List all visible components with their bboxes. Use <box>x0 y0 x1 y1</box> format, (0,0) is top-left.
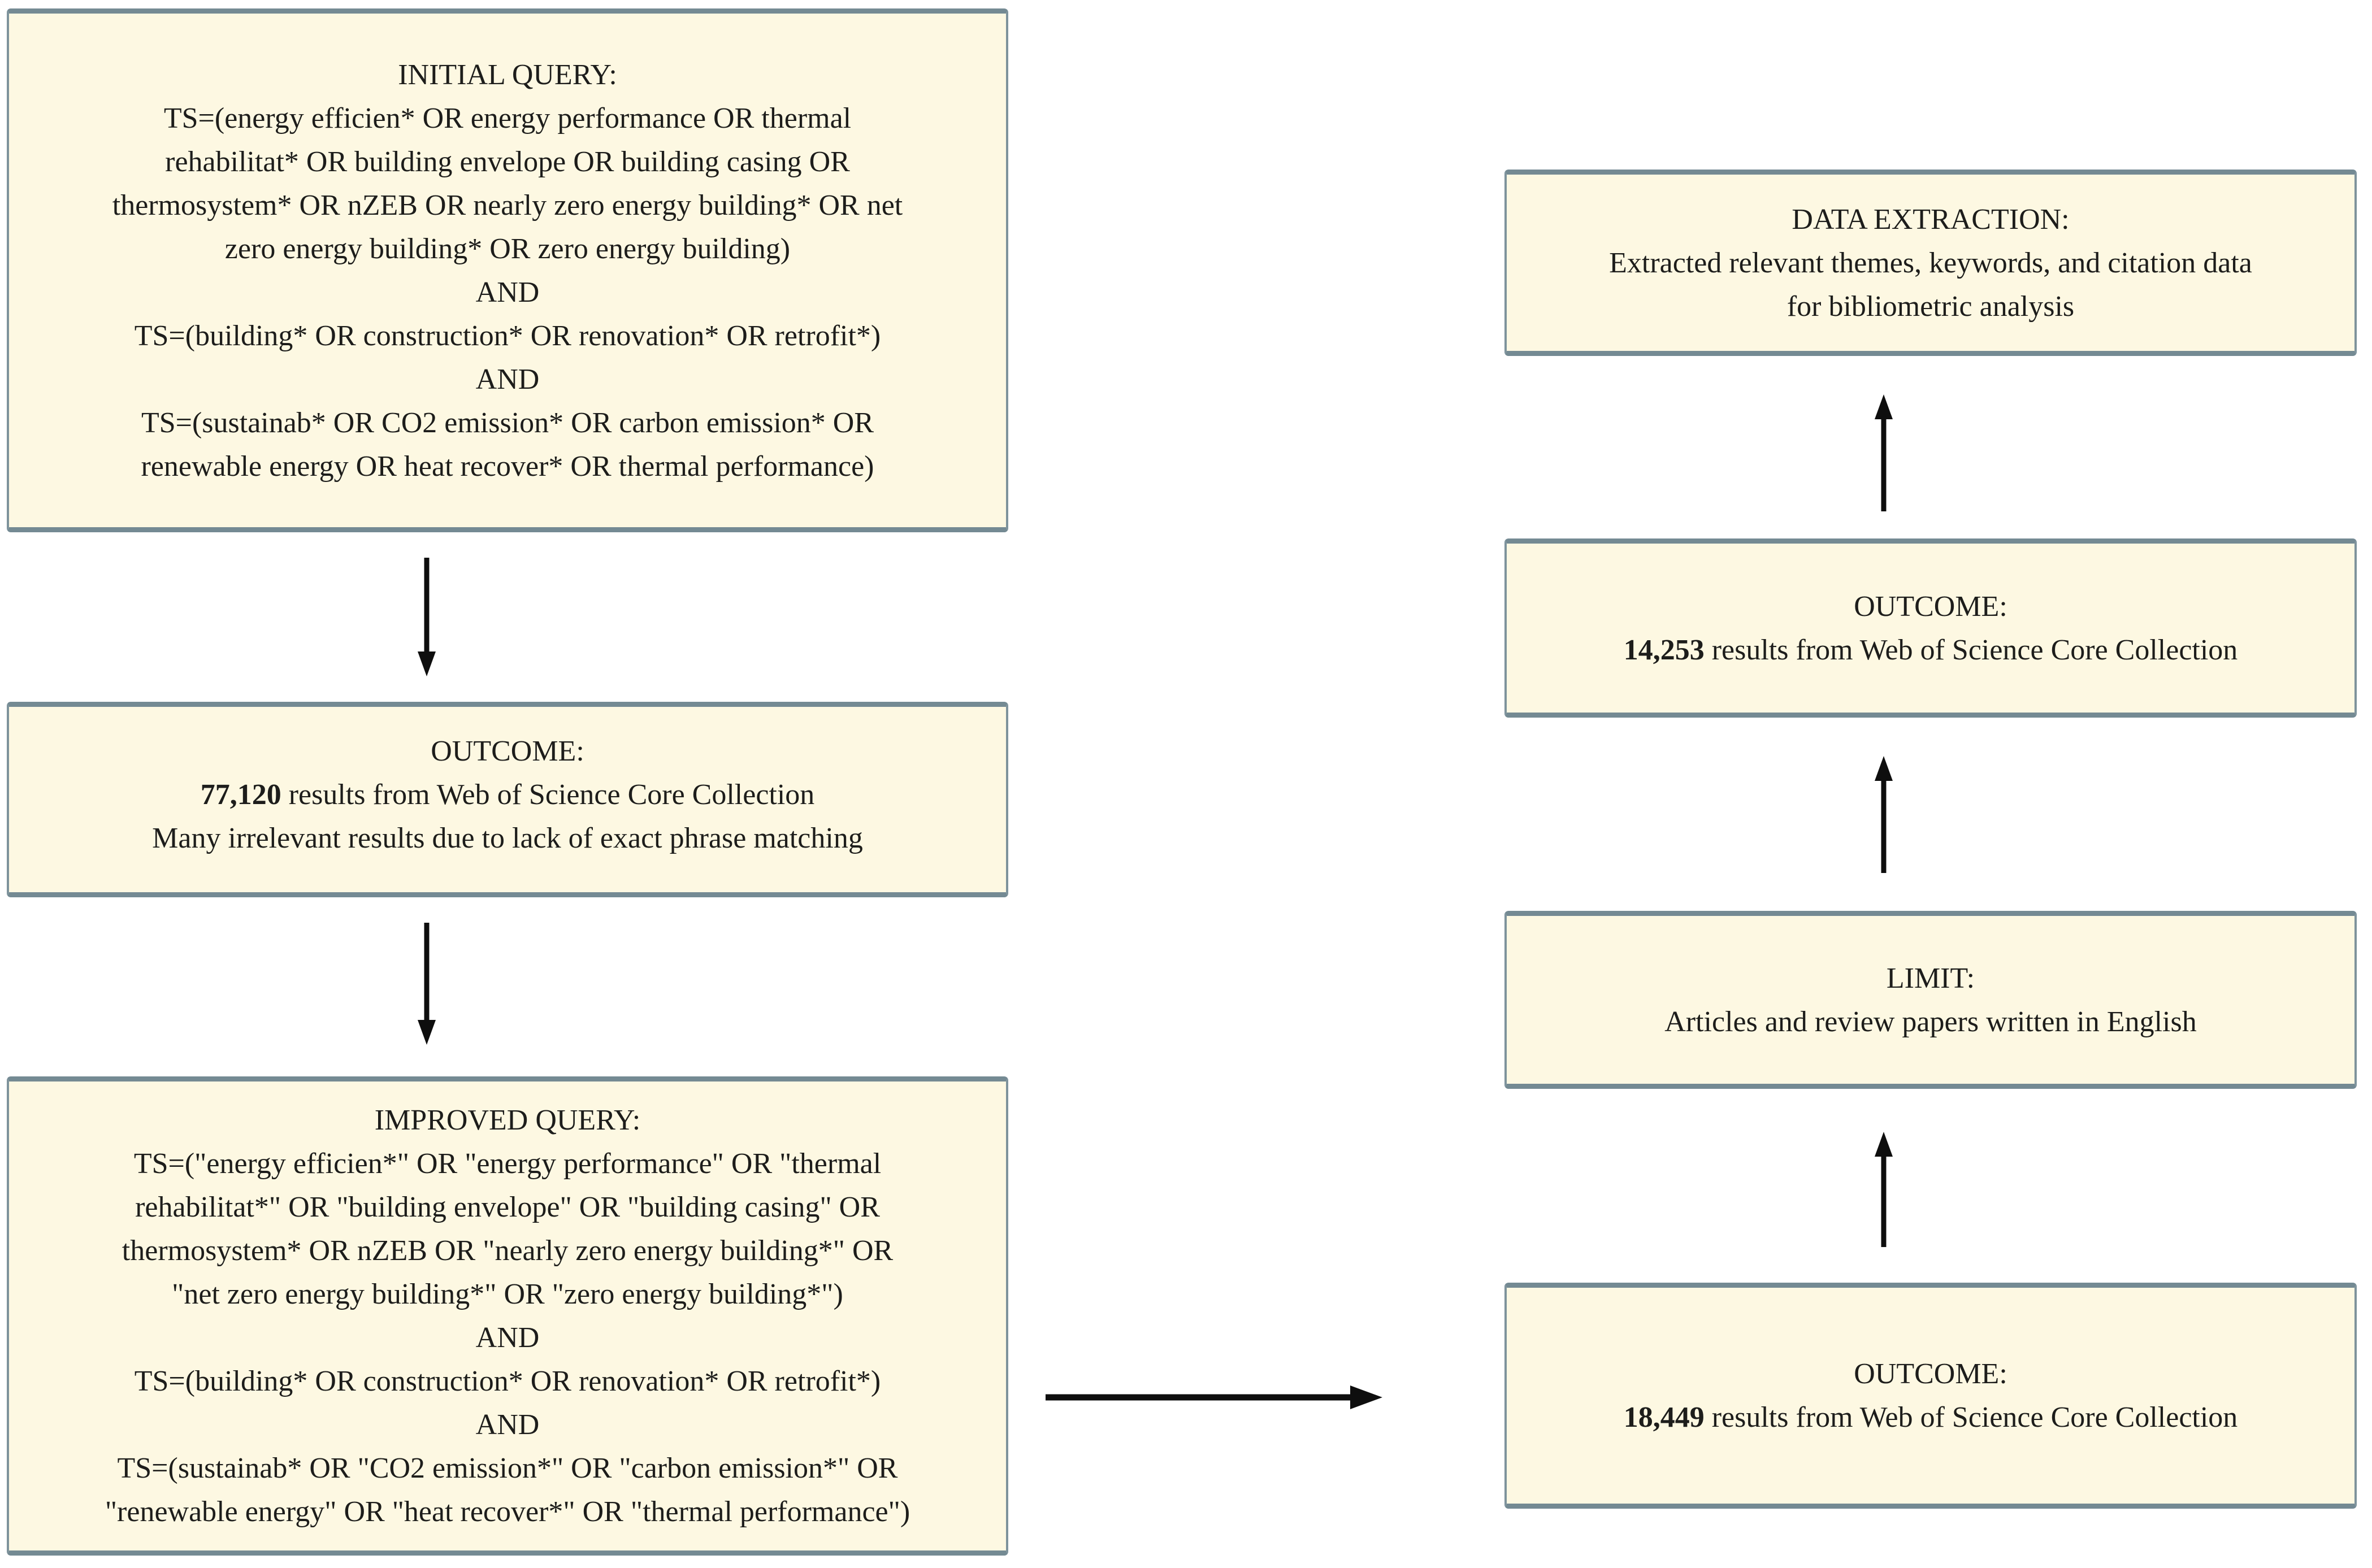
improved-query-line: AND <box>475 1409 540 1441</box>
box-initial-query: INITIAL QUERY: TS=(energy efficien* OR e… <box>7 8 1008 532</box>
limit-line: Articles and review papers written in En… <box>1664 1005 2197 1038</box>
outcome-18449-count: 18,449 <box>1623 1401 1705 1434</box>
outcome-77120-note: Many irrelevant results due to lack of e… <box>152 822 863 854</box>
improved-query-line: TS=(sustainab* OR "CO2 emission*" OR "ca… <box>117 1452 898 1484</box>
arrow-head-up-icon <box>1875 394 1893 419</box>
improved-query-line: rehabilitat*" OR "building envelope" OR … <box>135 1191 880 1223</box>
box-data-extraction: DATA EXTRACTION: Extracted relevant them… <box>1504 170 2357 356</box>
outcome-77120-title: OUTCOME: <box>431 735 584 767</box>
outcome-14253-result: 14,253 results from Web of Science Core … <box>1529 628 2332 672</box>
initial-query-line: TS=(energy efficien* OR energy performan… <box>163 102 852 134</box>
improved-query-title: IMPROVED QUERY: <box>374 1104 641 1136</box>
arrow-shaft <box>1881 1154 1887 1247</box>
outcome-18449-result: 18,449 results from Web of Science Core … <box>1529 1396 2332 1439</box>
improved-query-line: AND <box>475 1322 540 1354</box>
initial-query-line: thermosystem* OR nZEB OR nearly zero ene… <box>112 189 903 221</box>
improved-query-line: thermosystem* OR nZEB OR "nearly zero en… <box>122 1235 894 1267</box>
box-limit: LIMIT: Articles and review papers writte… <box>1504 911 2357 1089</box>
arrow-shaft <box>1881 779 1887 873</box>
arrow-head-right-icon <box>1350 1385 1382 1409</box>
box-outcome-77120: OUTCOME: 77,120 results from Web of Scie… <box>7 702 1008 897</box>
initial-query-line: TS=(sustainab* OR CO2 emission* OR carbo… <box>141 406 874 439</box>
arrow-limit-to-outcome14253-icon <box>1874 756 1893 873</box>
initial-query-line: AND <box>475 276 540 309</box>
initial-query-line: zero energy building* OR zero energy bui… <box>224 232 791 265</box>
box-improved-query: IMPROVED QUERY: TS=("energy efficien*" O… <box>7 1076 1008 1556</box>
outcome-77120-result: 77,120 results from Web of Science Core … <box>32 773 983 816</box>
box-outcome-14253: OUTCOME: 14,253 results from Web of Scie… <box>1504 538 2357 718</box>
arrow-shaft <box>424 558 430 654</box>
initial-query-title: INITIAL QUERY: <box>398 58 617 91</box>
data-extraction-line: for bibliometric analysis <box>1786 290 2075 323</box>
outcome-14253-title: OUTCOME: <box>1854 590 2007 623</box>
improved-query-line: TS=(building* OR construction* OR renova… <box>134 1365 881 1397</box>
data-extraction-title: DATA EXTRACTION: <box>1792 203 2070 236</box>
outcome-77120-count: 77,120 <box>200 779 281 811</box>
arrow-head-down-icon <box>418 1020 436 1045</box>
arrow-shaft <box>1881 417 1887 511</box>
arrow-outcome14253-to-data-extraction-icon <box>1874 394 1893 511</box>
improved-query-line: "net zero energy building*" OR "zero ene… <box>172 1278 843 1310</box>
outcome-14253-count: 14,253 <box>1623 633 1705 666</box>
box-outcome-18449: OUTCOME: 18,449 results from Web of Scie… <box>1504 1283 2357 1509</box>
arrow-head-down-icon <box>418 651 436 676</box>
outcome-77120-result-text: results from Web of Science Core Collect… <box>281 779 815 811</box>
outcome-18449-result-text: results from Web of Science Core Collect… <box>1704 1401 2238 1434</box>
initial-query-line: rehabilitat* OR building envelope OR bui… <box>165 145 850 178</box>
arrow-head-up-icon <box>1875 756 1893 781</box>
arrow-improved-to-outcome18449-icon <box>1046 1385 1382 1410</box>
arrow-initial-to-outcome77120-icon <box>417 558 436 676</box>
arrow-outcome18449-to-limit-icon <box>1874 1132 1893 1247</box>
outcome-14253-result-text: results from Web of Science Core Collect… <box>1704 633 2238 666</box>
initial-query-line: renewable energy OR heat recover* OR the… <box>141 450 874 483</box>
data-extraction-line: Extracted relevant themes, keywords, and… <box>1609 246 2252 279</box>
initial-query-line: TS=(building* OR construction* OR renova… <box>134 319 881 352</box>
limit-title: LIMIT: <box>1886 962 1975 994</box>
arrow-head-up-icon <box>1875 1132 1893 1157</box>
initial-query-line: AND <box>475 363 540 396</box>
arrow-shaft <box>424 923 430 1022</box>
arrow-outcome77120-to-improved-icon <box>417 923 436 1045</box>
outcome-18449-title: OUTCOME: <box>1854 1358 2007 1390</box>
arrow-shaft <box>1046 1394 1353 1401</box>
improved-query-line: "renewable energy" OR "heat recover*" OR… <box>105 1496 910 1528</box>
improved-query-line: TS=("energy efficien*" OR "energy perfor… <box>133 1148 882 1180</box>
